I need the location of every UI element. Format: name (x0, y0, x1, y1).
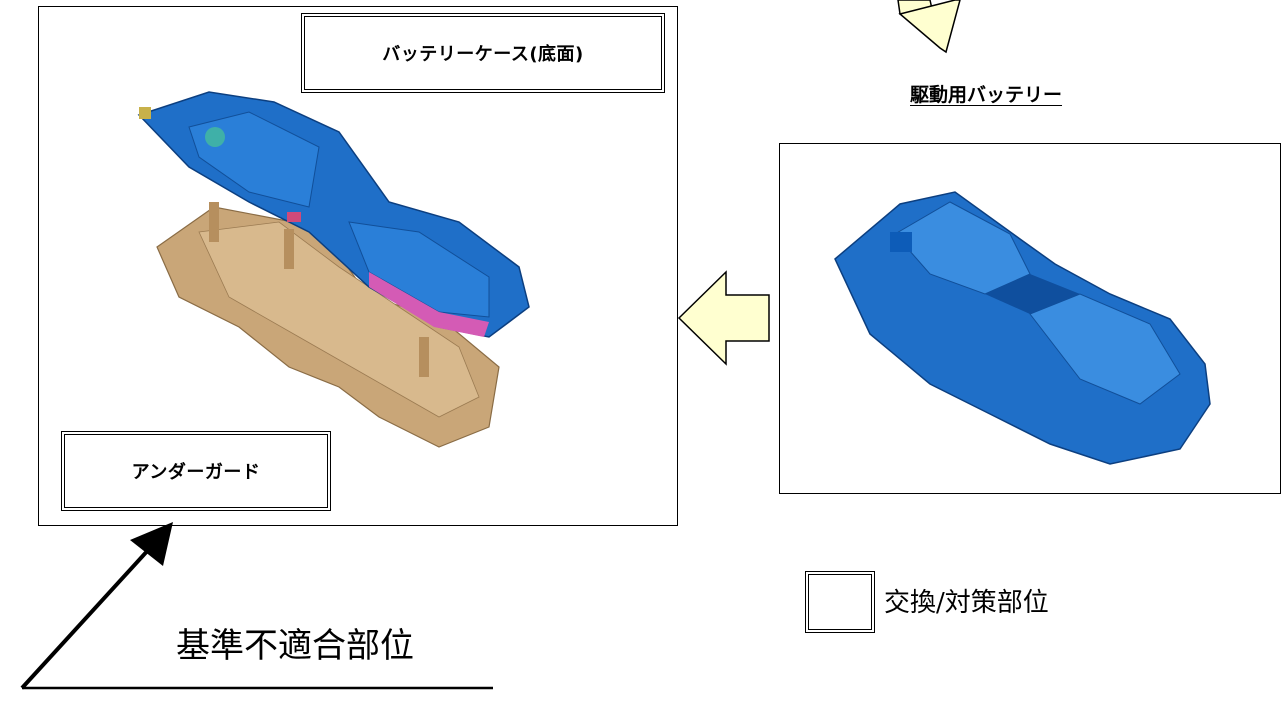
under-guard-label: アンダーガード (61, 431, 331, 511)
annotation-arrow (20, 522, 493, 690)
legend-text: 交換/対策部位 (884, 588, 1049, 618)
battery-case-panel: バッテリーケース(底面) アンダーガード (38, 6, 678, 526)
drive-battery-title: 駆動用バッテリー (910, 84, 1063, 106)
legend-swatch (805, 571, 875, 633)
battery-case-label-text: バッテリーケース(底面) (382, 44, 584, 65)
battery-case-shape (137, 91, 530, 338)
nonconformity-note: 基準不適合部位 (176, 626, 414, 666)
battery-case-label: バッテリーケース(底面) (301, 13, 665, 93)
top-arrow-partial (897, 0, 961, 54)
flow-arrow-left (677, 270, 770, 366)
battery-case-illustration (137, 91, 530, 448)
under-guard-shape (156, 202, 500, 448)
drive-battery-illustration (834, 191, 1211, 465)
drive-battery-panel (779, 143, 1281, 494)
under-guard-label-text: アンダーガード (131, 462, 261, 483)
